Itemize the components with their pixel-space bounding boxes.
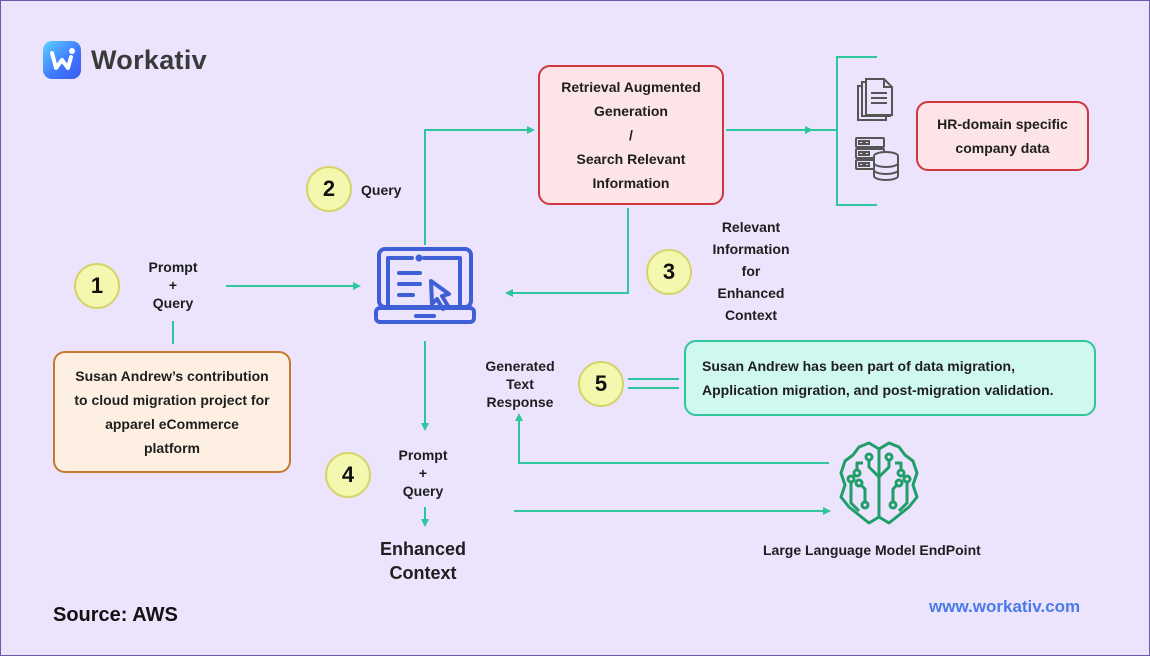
label-line: Enhanced <box>379 539 467 559</box>
laptop-cursor-icon <box>374 247 476 324</box>
rag-line: Information <box>592 175 670 191</box>
label-line: for <box>741 263 761 279</box>
label-line: Relevant <box>721 219 781 235</box>
label-line: Response <box>486 394 554 410</box>
documents-icon <box>857 78 893 121</box>
label-line: Generated <box>485 358 555 374</box>
user-query-box: Susan Andrew’s contribution to cloud mig… <box>53 351 291 473</box>
label-line: Information <box>712 241 790 257</box>
brand-name: Workativ <box>91 44 207 75</box>
data-bracket <box>836 56 877 206</box>
step-4-label: Prompt + Query <box>383 446 463 500</box>
rag-line: Retrieval Augmented <box>561 79 701 95</box>
arrow-rag-to-laptop <box>505 208 629 297</box>
label-line: Query <box>152 295 194 311</box>
source-label: Source: AWS <box>53 604 178 626</box>
step-badge-2: 2 <box>306 166 352 212</box>
step-3-label: Relevant Information for Enhanced Contex… <box>701 216 801 326</box>
hr-data-box: HR-domain specific company data <box>916 101 1089 171</box>
enhanced-context-label: Enhanced Context <box>363 537 483 585</box>
website-link[interactable]: www.workativ.com <box>929 597 1081 616</box>
label-line: Prompt <box>398 447 448 463</box>
step-badge-5: 5 <box>578 361 624 407</box>
label-line: Query <box>402 483 444 499</box>
rag-line: / <box>629 127 633 143</box>
label-line: Enhanced <box>717 285 785 301</box>
answer-box: Susan Andrew has been part of data migra… <box>684 340 1096 416</box>
brand-logo: Workativ <box>43 41 207 79</box>
step-2-label: Query <box>361 182 402 198</box>
label-line: Text <box>506 376 534 392</box>
rag-line: Search Relevant <box>576 151 686 167</box>
rag-line: Generation <box>594 103 668 119</box>
generated-response-label: Generated Text Response <box>476 357 564 411</box>
query-line: apparel eCommerce <box>105 416 239 432</box>
label-line: + <box>418 465 428 481</box>
label-line: + <box>168 277 178 293</box>
label-line: Prompt <box>148 259 198 275</box>
arrow-laptop-to-rag <box>424 126 535 245</box>
hr-line: HR-domain specific <box>937 116 1068 132</box>
step-badge-1: 1 <box>74 263 120 309</box>
ai-brain-circuit-icon <box>839 441 919 525</box>
server-database-icon <box>855 137 899 181</box>
answer-line: Susan Andrew has been part of data migra… <box>702 358 1015 374</box>
step-badge-4: 4 <box>325 452 371 498</box>
arrow-llm-to-response <box>515 413 829 464</box>
query-line: Susan Andrew’s contribution <box>75 368 269 384</box>
query-line: platform <box>143 440 200 456</box>
step-badge-3: 3 <box>646 249 692 295</box>
label-line: Context <box>724 307 778 323</box>
answer-line: Application migration, and post-migratio… <box>702 382 1054 398</box>
step-1-label: Prompt + Query <box>133 258 213 312</box>
workativ-logo-icon <box>43 41 81 79</box>
query-line: to cloud migration project for <box>74 392 270 408</box>
rag-box: Retrieval Augmented Generation / Search … <box>538 65 724 205</box>
llm-endpoint-label: Large Language Model EndPoint <box>763 542 981 558</box>
hr-line: company data <box>955 140 1050 156</box>
label-line: Context <box>389 563 457 583</box>
